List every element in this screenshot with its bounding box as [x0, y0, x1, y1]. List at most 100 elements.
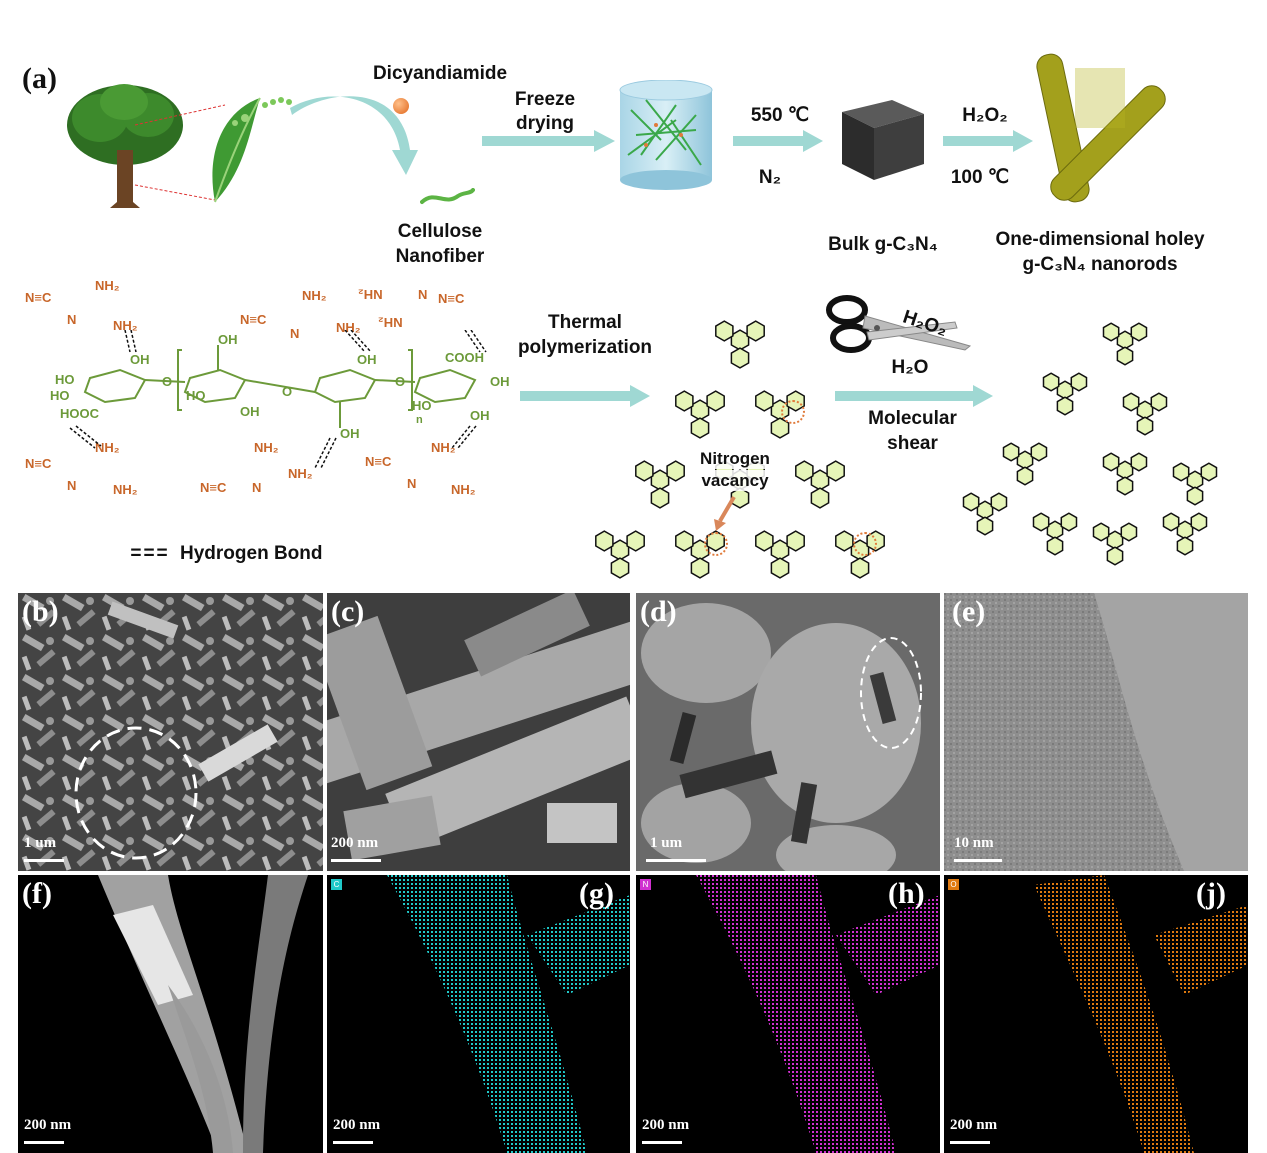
- heptazine-fragment: [1092, 522, 1138, 566]
- scale-bar-d-line: [646, 859, 706, 862]
- arrow-oxidation: [943, 130, 1033, 152]
- hydrogen-bond-lines: [69, 330, 487, 469]
- melon-pyramid: [595, 320, 885, 579]
- vacancy-pointer-arrow: [714, 495, 736, 531]
- dcda-bottom-mid: NH₂ N≡C N NH₂: [200, 440, 313, 495]
- panel-b-image: [18, 593, 323, 871]
- panel-label-d: (d): [640, 595, 677, 628]
- scale-bar-b: 1 um: [24, 835, 57, 851]
- heptazine-unit: [675, 390, 725, 439]
- scale-bar-f-line: [24, 1141, 64, 1144]
- panel-label-e: (e): [952, 595, 986, 628]
- leaf-illustration: [212, 97, 292, 203]
- panel-j-oxygen-map: O (j) 200 nm: [944, 875, 1248, 1153]
- curved-arrow: [290, 96, 418, 175]
- panel-label-h: (h): [888, 877, 925, 910]
- nanorods-illustration: [1036, 53, 1166, 203]
- heptazine-fragment: [1032, 512, 1078, 556]
- panel-g-carbon-map: C (g) 200 nm: [327, 875, 630, 1153]
- hbond-legend-symbol: ===: [130, 543, 170, 564]
- cellulose-groups: OH HO HO HOOC O OH HO OH O OH OH O COOH …: [50, 332, 510, 441]
- scale-bar-d: 1 um: [650, 835, 683, 851]
- heptazine-unit: [595, 530, 645, 579]
- dicyandiamide-label: Dicyandiamide: [372, 63, 508, 84]
- scale-bar-e-line: [954, 859, 1002, 862]
- panel-label-j: (j): [1196, 877, 1226, 910]
- scale-bar-j-line: [950, 1141, 990, 1144]
- arrow-shear: [835, 385, 993, 407]
- temp2-label: 100 ℃: [950, 167, 1010, 188]
- bulk-gcn-cube: [842, 100, 924, 180]
- thermal-label-line2: polymerization: [517, 337, 653, 358]
- panel-e-image: [944, 593, 1248, 871]
- hbond-legend-label: Hydrogen Bond: [180, 543, 323, 564]
- scale-bar-c: 200 nm: [331, 835, 379, 851]
- panel-d-tem: (d) 1 um: [636, 593, 940, 871]
- dcda-bottom-right: NH₂ N≡C N NH₂: [365, 440, 476, 497]
- panel-label-f: (f): [22, 877, 52, 910]
- zoom-pointer-lines: [134, 104, 226, 201]
- dcda-top-left: NH₂ N≡C N NH₂: [25, 278, 138, 333]
- scissors-icon: [826, 295, 972, 353]
- panel-h-image: [696, 875, 940, 1153]
- arrow-freeze-drying: [482, 130, 615, 152]
- heptazine-fragment: [1162, 512, 1208, 556]
- heptazine-fragment: [1042, 372, 1088, 416]
- bulk-label: Bulk g-C₃N₄: [828, 234, 938, 255]
- heptazine-fragment: [1102, 322, 1148, 366]
- panel-g-image: [387, 875, 630, 1153]
- dcda-top-right: NH₂ N N≡C NH₂: [358, 287, 465, 330]
- heptazine-fragment: [1122, 392, 1168, 436]
- vacancy-circle-1: [781, 400, 805, 424]
- heptazine-unit: [675, 530, 725, 579]
- map-badge-c: C: [331, 879, 342, 890]
- shear-label-line1: Molecular: [868, 408, 957, 429]
- fragmented-melon: [962, 322, 1218, 566]
- map-badge-n: N: [640, 879, 651, 890]
- aerogel-cylinder: [619, 80, 713, 190]
- vacancy-circle-3: [853, 532, 877, 556]
- heptazine-unit: [715, 320, 765, 369]
- dcda-bottom-left: NH₂ N≡C N NH₂: [25, 440, 138, 497]
- h2o2-label-top: H₂O₂: [962, 105, 1008, 126]
- map-badge-o: O: [948, 879, 959, 890]
- panel-d-image: [636, 593, 940, 871]
- vacancy-label-line2: vacancy: [690, 470, 780, 491]
- scale-bar-h: 200 nm: [642, 1117, 690, 1133]
- scale-bar-b-line: [24, 859, 64, 862]
- panel-b-sem: (b) 1 um: [18, 593, 323, 871]
- scale-bar-j: 200 nm: [950, 1117, 998, 1133]
- panel-label-g: (g): [579, 877, 614, 910]
- freeze-label-line1: Freeze: [514, 89, 576, 110]
- temp1-label: 550 ℃: [750, 105, 810, 126]
- freeze-label-line2: drying: [515, 113, 575, 134]
- panel-label-c: (c): [331, 595, 365, 628]
- heptazine-fragment: [1002, 442, 1048, 486]
- panel-j-image: [1034, 875, 1248, 1153]
- vacancy-circle-2: [704, 532, 728, 556]
- cellulose-label-line1: Cellulose: [397, 221, 483, 242]
- panel-label-a: (a): [22, 62, 57, 95]
- scale-bar-g-line: [333, 1141, 373, 1144]
- cellulose-label-line2: Nanofiber: [395, 246, 485, 267]
- panel-f-haadf: (f) 200 nm: [18, 875, 323, 1153]
- scale-bar-h-line: [642, 1141, 682, 1144]
- heptazine-unit: [755, 530, 805, 579]
- shear-h2o-label: H₂O: [891, 357, 929, 378]
- nanofiber-icon: [420, 188, 475, 204]
- scale-bar-e: 10 nm: [954, 835, 994, 851]
- panel-f-image: [98, 875, 308, 1153]
- product-label-line1: One-dimensional holey: [995, 229, 1205, 250]
- dicyandiamide-sphere: [393, 98, 409, 114]
- arrow-calcination: [733, 130, 823, 152]
- thermal-label-line1: Thermal: [548, 312, 622, 333]
- tree-illustration: [67, 84, 183, 208]
- panel-h-nitrogen-map: N (h) 200 nm: [636, 875, 940, 1153]
- heptazine-unit: [635, 460, 685, 509]
- heptazine-fragment: [1102, 452, 1148, 496]
- vacancy-label-line1: Nitrogen: [690, 448, 780, 469]
- scale-bar-c-line: [331, 859, 381, 862]
- panel-c-sem: (c) 200 nm: [327, 593, 630, 871]
- heptazine-fragment: [962, 492, 1008, 536]
- heptazine-unit: [795, 460, 845, 509]
